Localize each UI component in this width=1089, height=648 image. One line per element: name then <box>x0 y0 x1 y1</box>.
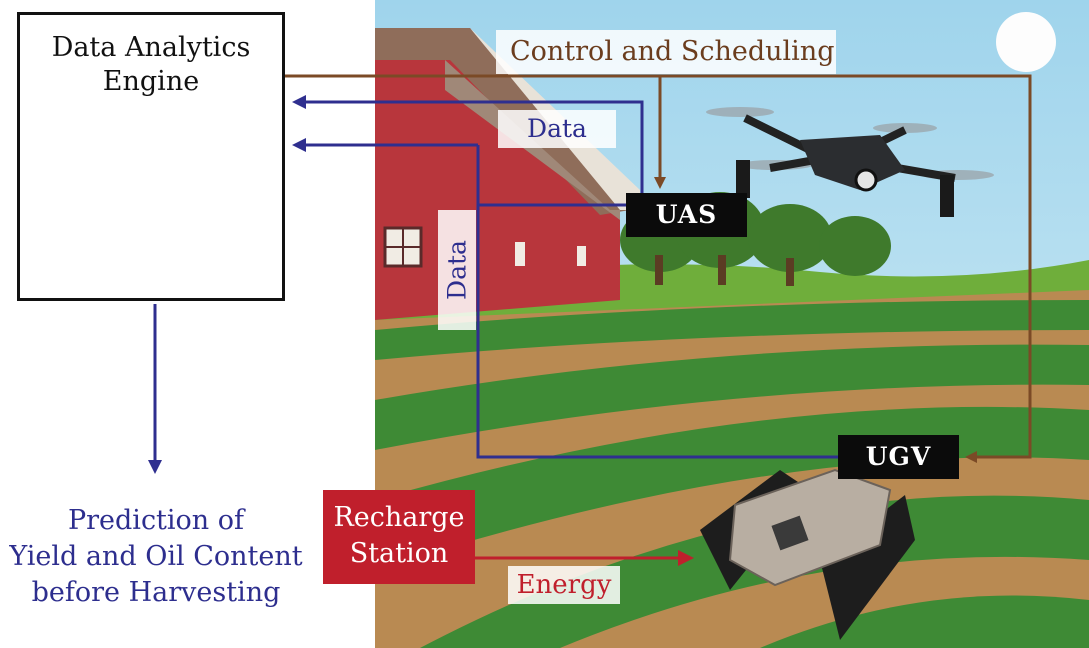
engine-title-line1: Data Analytics <box>51 32 251 63</box>
data-label-top: Data <box>498 110 616 148</box>
data-label-side: Data <box>438 210 476 330</box>
control-scheduling-arrows <box>285 74 1032 463</box>
prediction-line1: Prediction of <box>67 505 245 536</box>
ugv-robot-icon <box>700 468 915 640</box>
farm-scene <box>375 0 1089 648</box>
control-scheduling-label: Control and Scheduling <box>496 30 836 74</box>
recharge-station-box: Recharge Station <box>323 490 475 584</box>
prediction-text: Prediction of Yield and Oil Content befo… <box>0 503 312 611</box>
sun-icon <box>996 12 1056 72</box>
recharge-line1: Recharge <box>333 502 465 533</box>
data-arrows <box>292 95 838 459</box>
recharge-line2: Station <box>349 538 449 569</box>
prediction-line2: Yield and Oil Content <box>9 541 303 572</box>
energy-label: Energy <box>508 566 620 604</box>
data-label-side-text: Data <box>442 240 472 300</box>
data-analytics-engine-box: Data Analytics Engine <box>17 12 285 301</box>
engine-title-line2: Engine <box>102 66 200 97</box>
engine-title: Data Analytics Engine <box>20 31 282 99</box>
uas-tag: UAS <box>626 193 747 237</box>
prediction-line3: before Harvesting <box>31 577 281 608</box>
drone-icon <box>706 107 994 217</box>
ugv-tag: UGV <box>838 435 959 479</box>
